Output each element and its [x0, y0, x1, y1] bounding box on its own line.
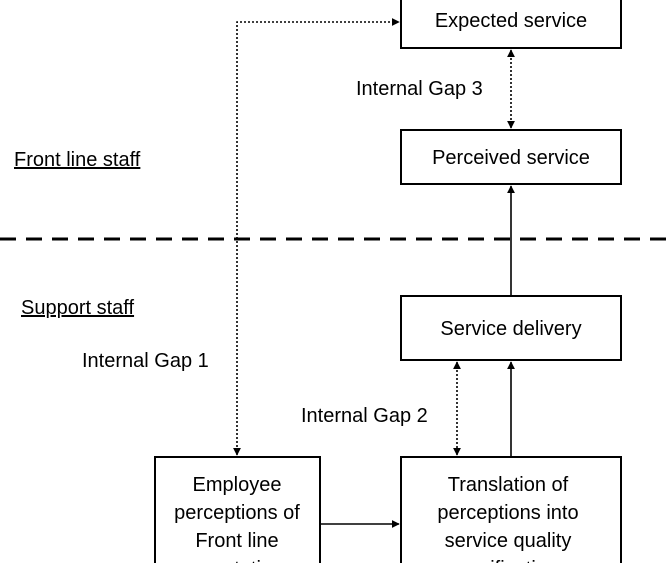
internal-gap-3-label: Internal Gap 3 — [356, 78, 483, 100]
employee-perceptions-line-4: expectations — [181, 558, 293, 563]
translation-box: Translation of perceptions into service … — [400, 456, 622, 563]
employee-perceptions-line-1: Employee — [193, 474, 282, 496]
service-delivery-text: Service delivery — [440, 318, 581, 340]
perceived-service-text: Perceived service — [432, 147, 590, 169]
front-line-staff-label: Front line staff — [14, 149, 141, 171]
translation-line-1: Translation of — [448, 474, 569, 496]
employee-perceptions-line-2: perceptions of — [174, 502, 300, 524]
perceived-service-box: Perceived service — [400, 129, 622, 185]
employee-perceptions-line-3: Front line — [195, 530, 278, 552]
translation-line-2: perceptions into — [437, 502, 578, 524]
expected-service-text: Expected service — [435, 10, 587, 32]
internal-gap-1-label: Internal Gap 1 — [82, 350, 209, 372]
internal-gap-1-connector — [233, 18, 400, 456]
internal-gap-2-label: Internal Gap 2 — [301, 405, 428, 427]
translation-line-4: specifications — [448, 558, 568, 563]
translation-line-3: service quality — [445, 530, 572, 552]
service-delivery-box: Service delivery — [400, 295, 622, 361]
expected-service-box: Expected service — [400, 0, 622, 49]
support-staff-label: Support staff — [21, 297, 134, 319]
employee-perceptions-box: Employee perceptions of Front line expec… — [154, 456, 321, 563]
